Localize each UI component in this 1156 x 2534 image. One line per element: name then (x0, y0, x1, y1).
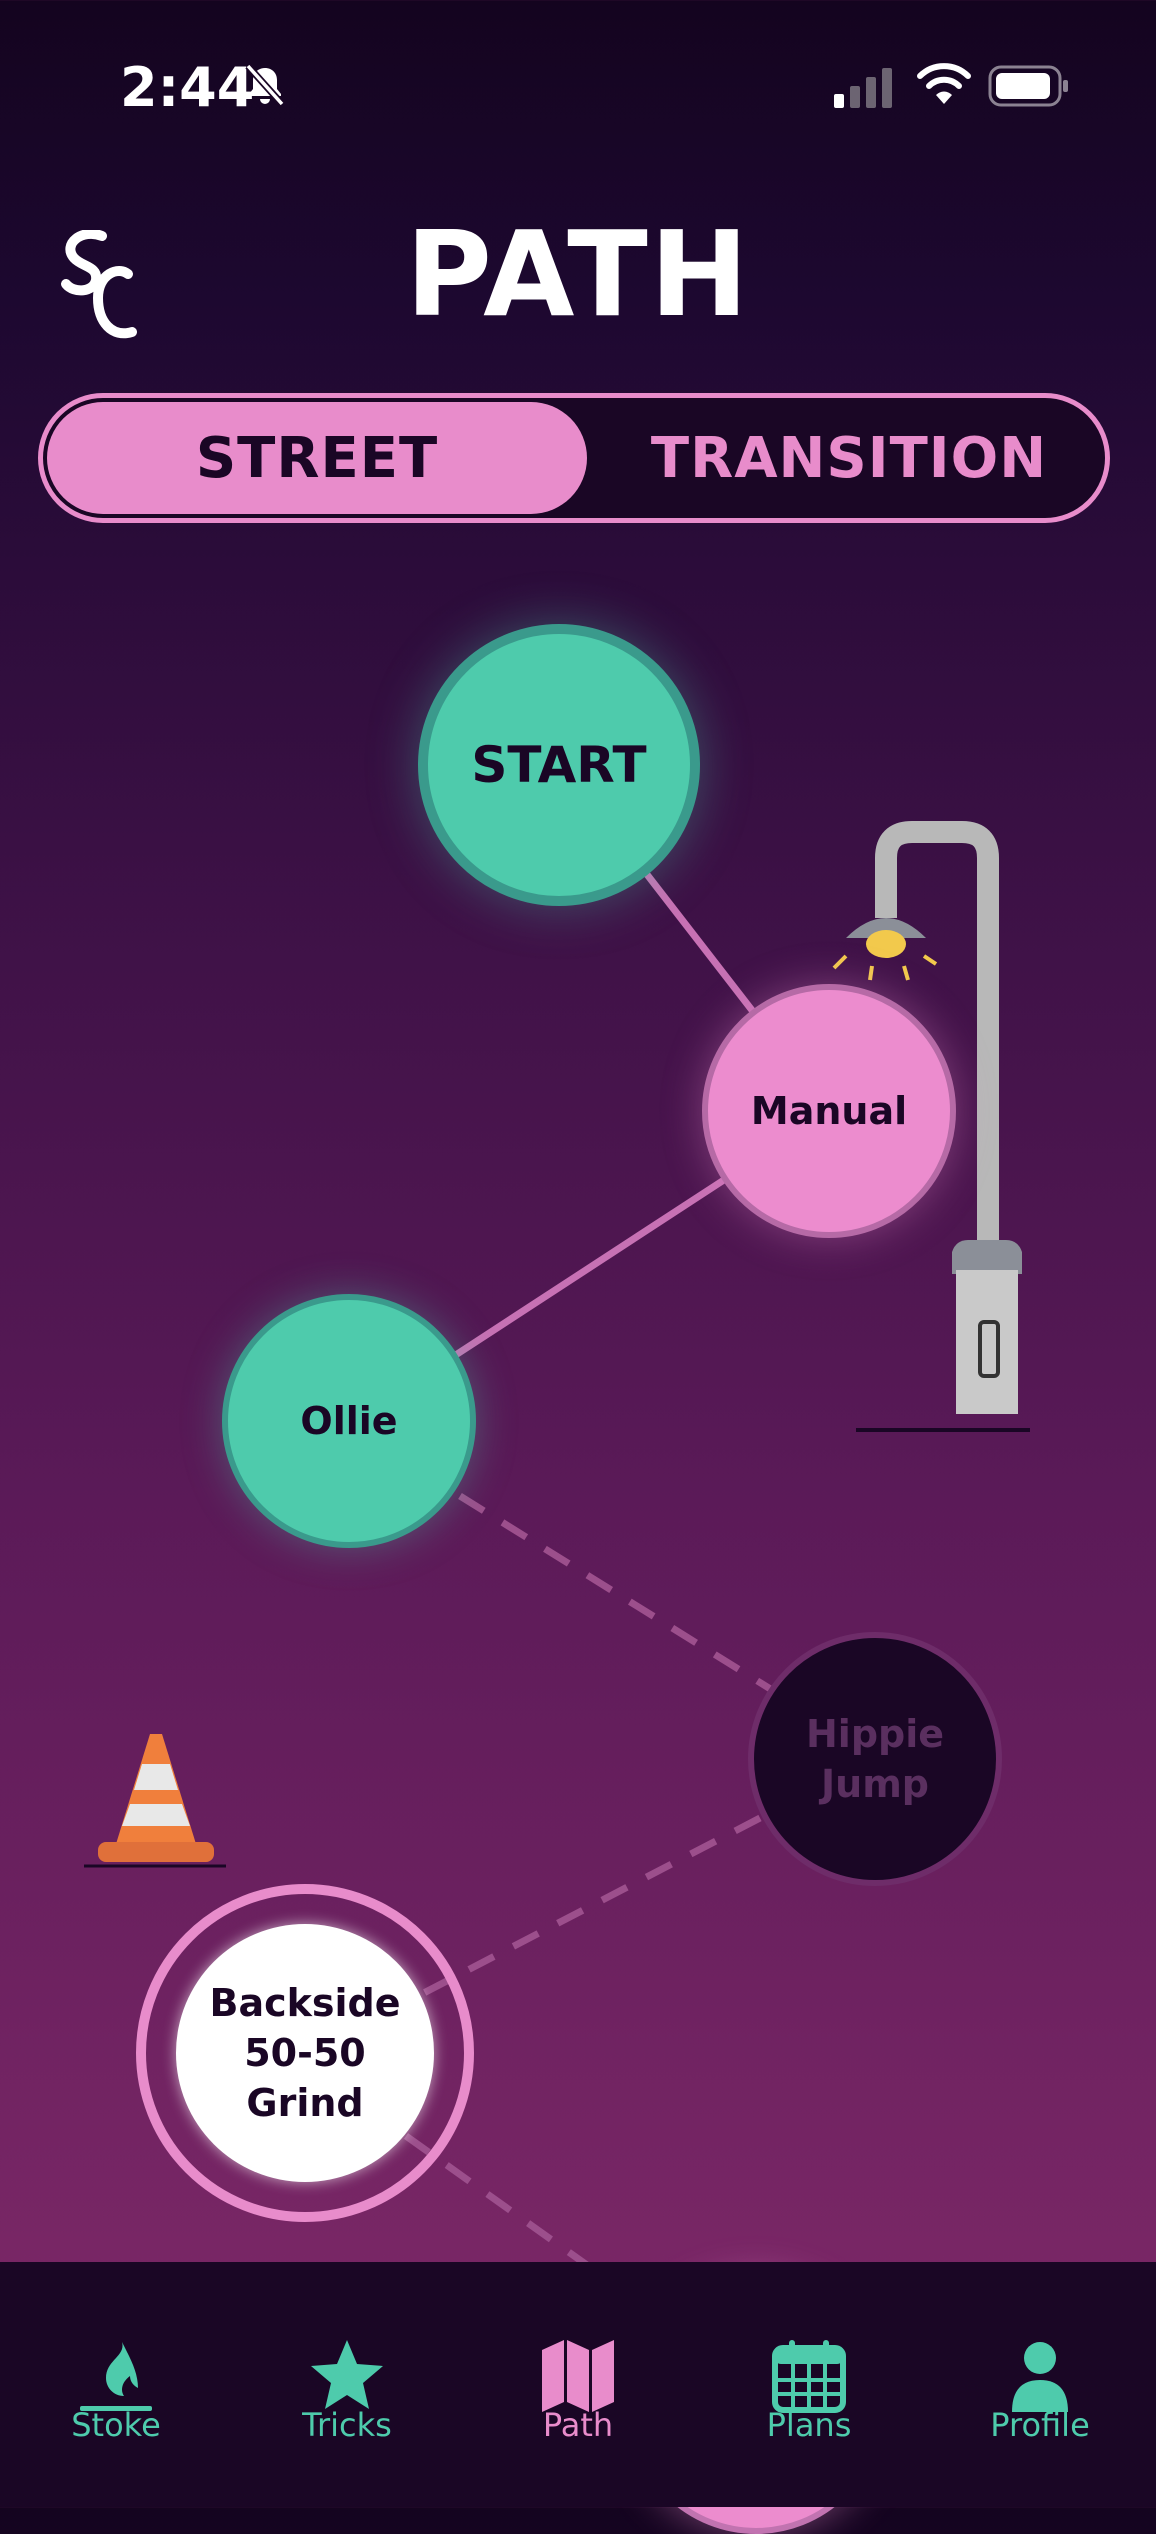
node-hippie-line-2: Jump (821, 1762, 929, 1806)
tab-profile[interactable]: Profile (924, 2262, 1156, 2507)
page-title: PATH (405, 205, 751, 343)
node-backside-line-1: Backside (209, 1981, 401, 2025)
node-backside-line-2: 50-50 (244, 2031, 366, 2075)
node-hippie-line-1: Hippie (805, 1712, 945, 1756)
star-icon (311, 2340, 383, 2409)
node-backside-label: Backside 50-50 Grind (209, 1978, 400, 2128)
segment-street[interactable]: STREET (47, 402, 587, 514)
tab-stoke-label: Stoke (71, 2406, 161, 2444)
node-backside-line-3: Grind (246, 2081, 364, 2125)
traffic-cone-icon (84, 1734, 226, 1868)
segment-transition[interactable]: TRANSITION (650, 425, 1048, 491)
node-manual-label: Manual (750, 1089, 908, 1133)
node-start-label: START (471, 736, 647, 794)
flame-icon (80, 2342, 152, 2411)
discipline-segmented-control: STREET TRANSITION (38, 393, 1110, 523)
node-backside-50-50-grind[interactable]: Backside 50-50 Grind (176, 1924, 434, 2182)
street-lamp-icon (832, 821, 1030, 1432)
node-manual[interactable]: Manual (702, 984, 956, 1238)
tab-path[interactable]: Path (462, 2262, 694, 2507)
tab-path-label: Path (542, 2406, 614, 2444)
map-icon (542, 2340, 614, 2412)
node-backside-ring (136, 1884, 474, 2222)
status-bar: 2:44 (0, 0, 1156, 170)
person-icon (1012, 2342, 1068, 2412)
silent-bell-icon (245, 63, 285, 107)
tab-plans-label: Plans (766, 2406, 852, 2444)
cellular-signal-icon (834, 68, 892, 108)
battery-icon (988, 65, 1068, 107)
tab-profile-label: Profile (990, 2406, 1090, 2444)
tab-tricks[interactable]: Tricks (231, 2262, 463, 2507)
calendar-icon (772, 2340, 846, 2413)
tab-tricks-label: Tricks (302, 2406, 392, 2444)
tab-stoke[interactable]: Stoke (0, 2262, 232, 2507)
node-ollie-label: Ollie (300, 1399, 398, 1443)
app-logo-icon[interactable] (58, 230, 140, 342)
node-hippie-jump-label: Hippie Jump (806, 1709, 944, 1809)
node-start[interactable]: START (418, 624, 700, 906)
status-time: 2:44 (120, 56, 255, 119)
tab-plans[interactable]: Plans (693, 2262, 925, 2507)
node-ollie[interactable]: Ollie (222, 1294, 476, 1548)
node-hippie-jump[interactable]: Hippie Jump (748, 1632, 1002, 1886)
bottom-tab-bar: Stoke Tricks Path Plans (0, 2262, 1156, 2507)
wifi-icon (917, 63, 971, 104)
